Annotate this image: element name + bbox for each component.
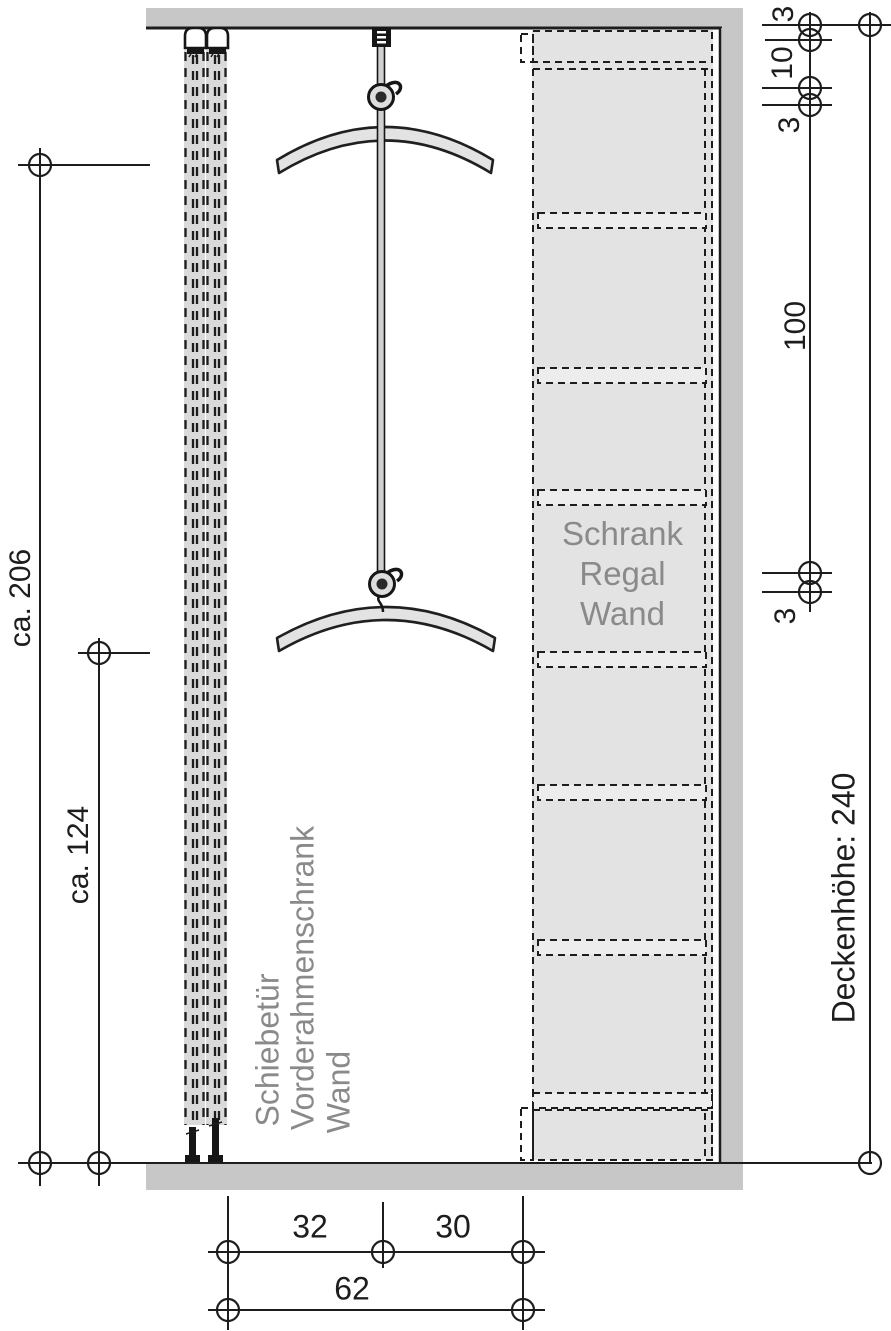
rod-ceiling-bracket — [372, 27, 391, 47]
shelf-board — [537, 489, 707, 506]
dim-right-100-label: 100 — [779, 300, 812, 352]
dimension-lines-bottom — [208, 1196, 545, 1330]
hanger-rod — [367, 27, 404, 613]
clothes-hanger-bottom — [275, 605, 497, 653]
top-shelf-box — [532, 30, 713, 63]
dim-right-second-3-label: 3 — [773, 116, 806, 134]
shelf-zone-label-line1: Schrank — [561, 515, 684, 552]
shelf-zone-label-line3: Wand — [580, 595, 665, 632]
shelf-board — [537, 212, 707, 229]
dim-right-top-3-label: 3 — [767, 5, 800, 23]
door-zone-label-schiebetuer: Schiebetür — [249, 973, 286, 1127]
shelf-zone-label: Schrank Regal Wand — [532, 514, 713, 634]
dim-bottom-front-label: 32 — [292, 1208, 328, 1245]
shelf-board — [537, 784, 707, 801]
dimension-lines-right — [762, 12, 891, 1176]
shelf-board — [537, 651, 707, 668]
door-floor-guides — [185, 1118, 223, 1163]
shelf-zone-label-line2: Regal — [579, 555, 666, 592]
door-zone-label-vorderahmenschrank: Vorderahmenschrank — [284, 825, 321, 1131]
rod-hook-bottom — [368, 567, 404, 613]
dim-bottom-back-label: 30 — [435, 1208, 471, 1245]
dim-right-10-label: 10 — [766, 46, 799, 80]
shelf-board — [537, 367, 707, 384]
dimension-lines-left — [18, 148, 150, 1186]
shelf-column — [520, 30, 713, 1161]
door-top-rollers — [183, 26, 230, 58]
ceiling-height-label: Deckenhöhe: 240 — [825, 772, 862, 1024]
floor-bar — [146, 1163, 743, 1190]
door-zone-label-wand: Wand — [320, 1050, 357, 1134]
dim-left-inner-label: ca. 124 — [62, 805, 95, 905]
shelf-board — [537, 939, 707, 956]
ceiling-bar — [146, 8, 743, 30]
dim-bottom-total-label: 62 — [334, 1270, 370, 1307]
clothes-hanger-top — [275, 125, 495, 175]
dim-right-lower-3-label: 3 — [769, 607, 802, 625]
back-wall — [718, 28, 743, 1163]
shelf-board — [532, 1092, 713, 1109]
dim-left-outer-label: ca. 206 — [4, 548, 37, 648]
sliding-door-panels — [184, 50, 227, 1125]
rod-hook-top — [367, 80, 403, 111]
